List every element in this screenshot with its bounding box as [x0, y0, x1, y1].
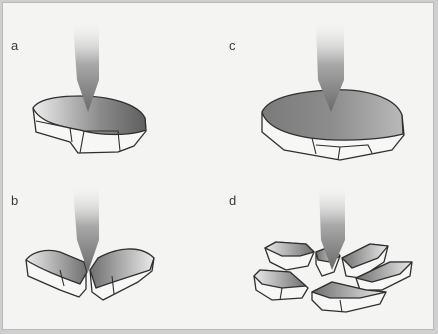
panel-c-illustration — [262, 24, 404, 160]
panel-d-illustration — [254, 188, 412, 312]
panel-b-illustration — [26, 188, 154, 300]
panel-a-illustration — [33, 24, 146, 153]
